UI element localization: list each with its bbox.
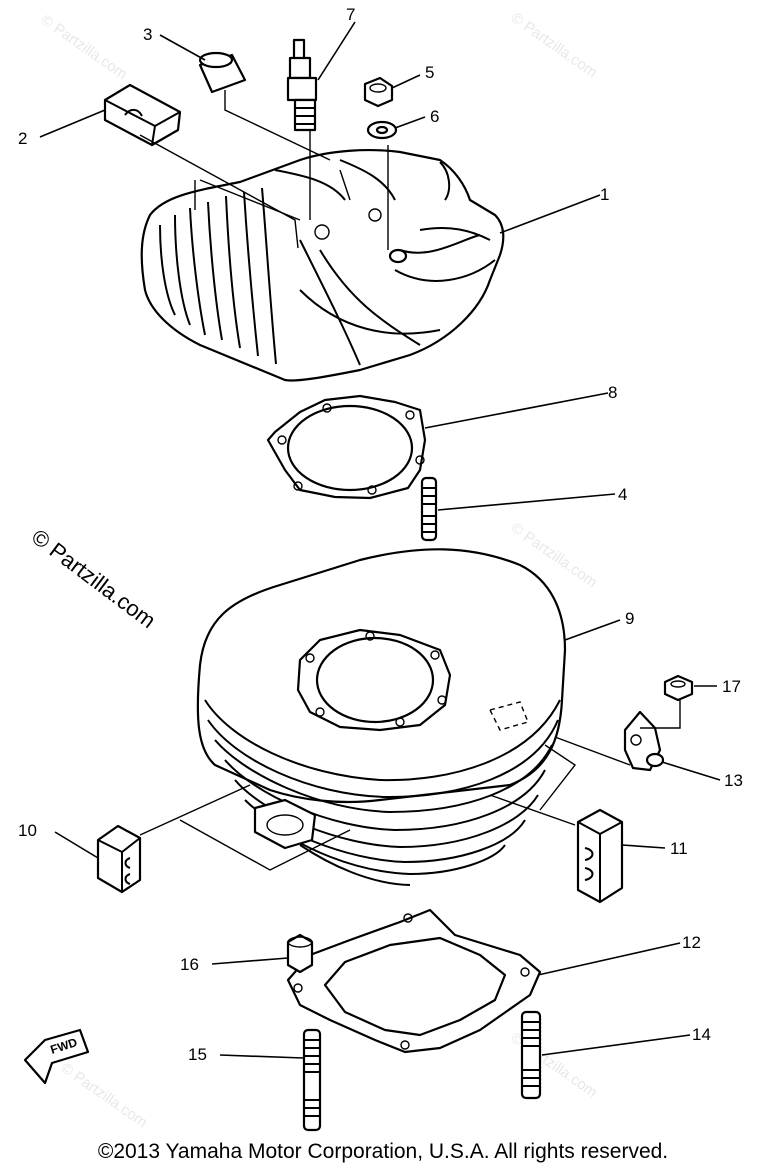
stud-bolt-lower-left: [302, 1028, 322, 1132]
dowel-pin: [286, 933, 314, 974]
callout-12: 12: [682, 933, 701, 952]
callout-10: 10: [18, 821, 37, 840]
callout-7: 7: [346, 5, 355, 24]
damper-rubber-right: [576, 808, 624, 904]
damper-rubber-left: [96, 824, 142, 894]
callout-13: 13: [724, 771, 743, 790]
copyright-notice: ©2013 Yamaha Motor Corporation, U.S.A. A…: [97, 1140, 669, 1163]
watermark-faint: © Partzilla.com: [508, 9, 601, 81]
cylinder-block: [196, 548, 567, 886]
stud-bolt-lower-right: [520, 1010, 542, 1100]
callout-numbers: 1 2 3 4 5 6 7 8 9 10 11 12 13 14 15 16 1…: [18, 5, 743, 1064]
callout-4: 4: [618, 485, 627, 504]
cylinder-head: [140, 149, 505, 382]
callout-14: 14: [692, 1025, 711, 1044]
forward-arrow-icon: FWD: [23, 1028, 90, 1085]
base-gasket: [286, 908, 542, 1054]
watermark-faint: © Partzilla.com: [58, 1059, 151, 1131]
leader-lines: [39, 21, 721, 1059]
callout-16: 16: [180, 955, 199, 974]
stud-bolt-upper: [420, 476, 438, 542]
callout-6: 6: [430, 107, 439, 126]
callout-8: 8: [608, 383, 617, 402]
callout-3: 3: [143, 25, 152, 44]
cap: [198, 51, 247, 94]
watermark-faint: © Partzilla.com: [38, 11, 131, 83]
nut: [363, 76, 394, 108]
watermark-main: © Partzilla.com: [27, 524, 160, 633]
head-gasket: [266, 394, 427, 500]
callout-15: 15: [188, 1045, 207, 1064]
spark-plug: [286, 38, 318, 132]
callout-2: 2: [18, 129, 27, 148]
callout-11: 11: [670, 839, 688, 858]
washer: [366, 120, 398, 140]
assembly-lines: [139, 90, 681, 871]
bracket: [623, 710, 665, 772]
callout-5: 5: [425, 63, 434, 82]
flange-bolt: [663, 674, 694, 702]
callout-9: 9: [625, 609, 634, 628]
callout-17: 17: [722, 677, 741, 696]
callout-1: 1: [600, 185, 609, 204]
